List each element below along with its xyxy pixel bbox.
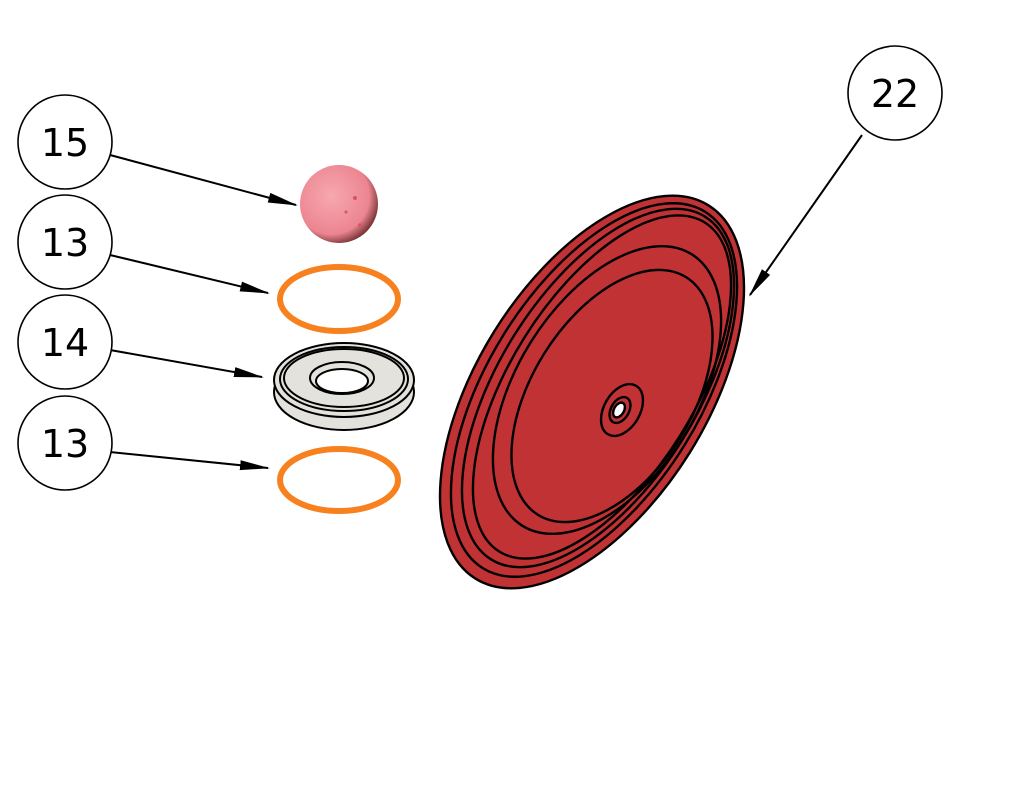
leader-lines (109, 134, 863, 471)
callout-label: 13 (41, 422, 89, 466)
callout-13-upper: 13 (17, 194, 113, 290)
callout-14: 14 (17, 294, 113, 390)
seat (273, 342, 415, 431)
callout-label: 22 (871, 72, 919, 116)
callout-label: 15 (41, 121, 89, 165)
leader-line-13-lower (109, 451, 270, 471)
callout-label: 13 (41, 221, 89, 265)
leader-line-22 (748, 134, 863, 297)
callout-13-lower: 13 (17, 395, 113, 491)
leader-line-14 (109, 349, 264, 378)
o-ring-upper (277, 264, 401, 334)
o-ring-lower (277, 446, 401, 514)
callout-22: 22 (847, 45, 943, 141)
callout-15: 15 (17, 94, 113, 190)
callout-label: 14 (41, 321, 89, 365)
diaphragm (438, 194, 746, 590)
leader-line-13-upper (109, 254, 270, 294)
leader-line-15 (109, 154, 298, 206)
ball (300, 165, 378, 243)
